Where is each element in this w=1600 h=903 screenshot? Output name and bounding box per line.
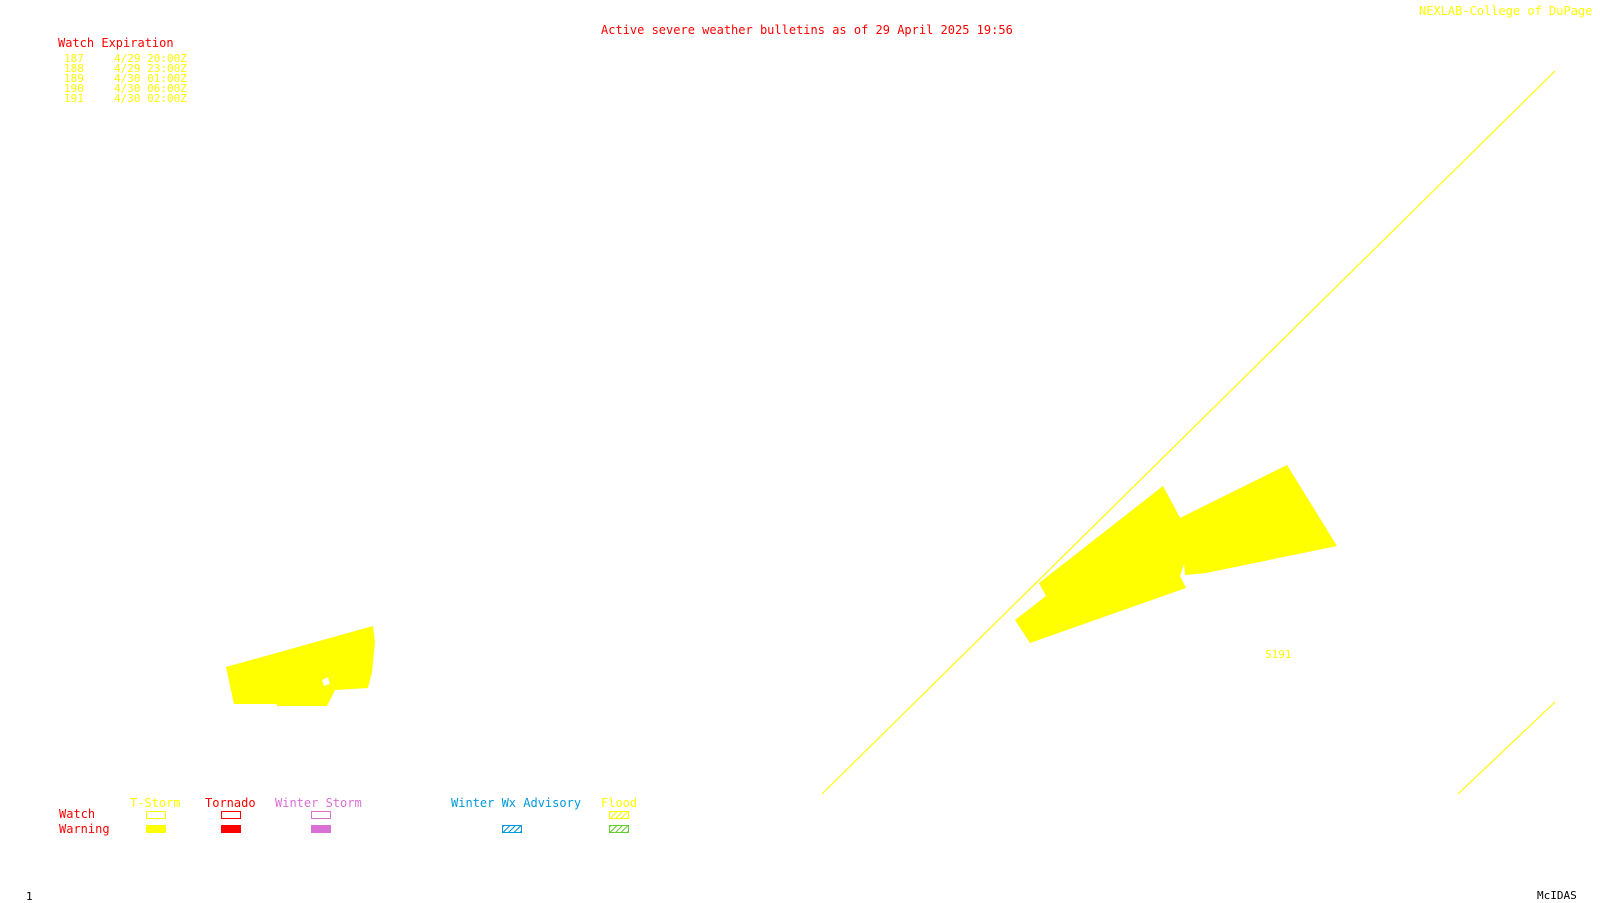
watch-expiry: 4/29 23:00Z <box>114 62 187 75</box>
software-label: McIDAS <box>1537 889 1577 902</box>
watch-expiration-heading: Watch Expiration <box>58 36 174 50</box>
watch-id: 187 <box>64 52 84 65</box>
watch-boundary-line-main <box>821 70 1556 795</box>
credit-label: NEXLAB-College of DuPage R <box>1419 4 1600 18</box>
watch-label-s191: S191 <box>1265 648 1292 661</box>
watch-id: 188 <box>64 62 84 75</box>
watch-row-188: 188 4/29 23:00Z <box>64 62 187 75</box>
swatch-winter-storm-watch <box>311 811 331 819</box>
swatch-winter-wx-advisory-warning <box>502 825 522 833</box>
watch-expiry: 4/30 06:00Z <box>114 82 187 95</box>
watch-boundary-line-lower <box>1457 701 1556 795</box>
frame-number: 1 <box>26 890 33 903</box>
watch-row-187: 187 4/29 20:00Z <box>64 52 187 65</box>
swatch-flood-warning <box>609 825 629 833</box>
legend-col-winter-storm: Winter Storm <box>275 796 362 810</box>
tstorm-warning-polygon-east-lower <box>1015 486 1192 643</box>
legend-row-warning: Warning <box>59 822 110 836</box>
swatch-winter-storm-warning <box>311 825 331 833</box>
watch-id: 189 <box>64 72 84 85</box>
swatch-tornado-warning <box>221 825 241 833</box>
tstorm-warning-polygon-west <box>226 626 375 706</box>
watch-row-190: 190 4/30 06:00Z <box>64 82 187 95</box>
swatch-flood-watch <box>609 811 629 819</box>
bulletin-title: Active severe weather bulletins as of 29… <box>601 23 1013 37</box>
legend-col-tstorm: T-Storm <box>130 796 181 810</box>
tstorm-warning-polygon-east-upper <box>1180 465 1337 575</box>
watch-expiry: 4/30 02:00Z <box>114 92 187 105</box>
watch-id: 191 <box>64 92 84 105</box>
swatch-tstorm-warning <box>146 825 166 833</box>
legend-col-winter-wx-advisory: Winter Wx Advisory <box>451 796 582 810</box>
swatch-tstorm-watch <box>146 811 166 819</box>
watch-row-191: 191 4/30 02:00Z <box>64 92 187 105</box>
watch-expiry: 4/29 20:00Z <box>114 52 187 65</box>
legend-row-watch: Watch <box>59 807 96 821</box>
watch-id: 190 <box>64 82 84 95</box>
watch-expiry: 4/30 01:00Z <box>114 72 187 85</box>
tstorm-warning-notch <box>322 677 330 686</box>
legend-col-tornado: Tornado <box>205 796 256 810</box>
watch-row-189: 189 4/30 01:00Z <box>64 72 187 85</box>
swatch-tornado-watch <box>221 811 241 819</box>
legend-col-flood: Flood <box>601 796 638 810</box>
